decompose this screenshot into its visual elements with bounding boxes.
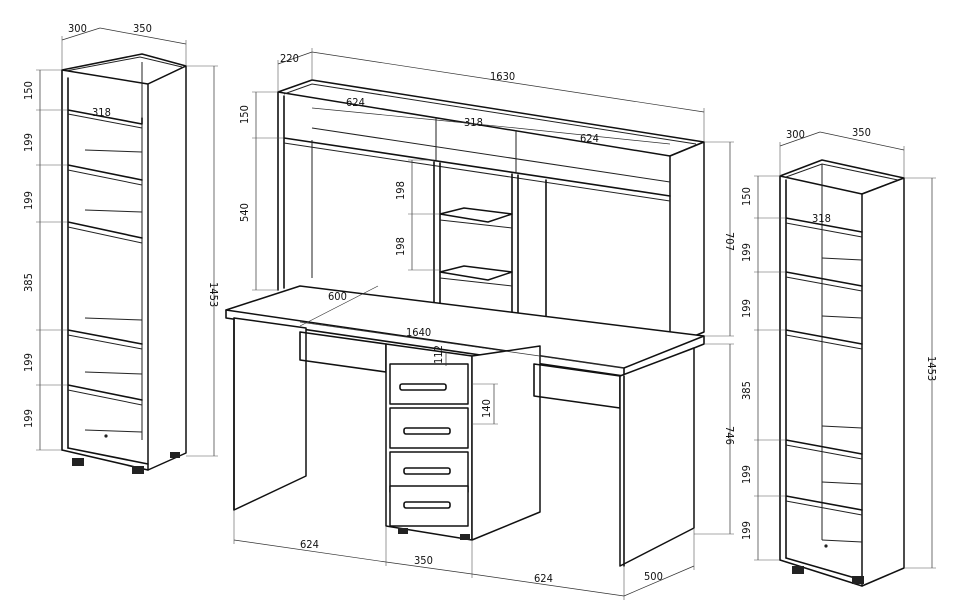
dim-hutch-section-2: 318 [464, 116, 483, 129]
dim-hutch-section-1: 624 [346, 96, 365, 109]
drawer-handle [403, 427, 451, 435]
desk [225, 79, 705, 567]
dim-left-height: 1453 [207, 282, 220, 307]
drawer-handle [399, 383, 447, 391]
dim-desk-height: 746 [723, 426, 736, 445]
dim-desk-depth: 600 [328, 290, 347, 303]
left-bookcase-side [147, 65, 187, 471]
dim-left-gap-6: 199 [22, 409, 35, 428]
right-bookcase [779, 159, 905, 587]
right-bookcase-dimensions: 300 350 318 150 199 199 385 199 199 1453 [740, 126, 938, 569]
dim-hutch-width: 1630 [490, 70, 515, 83]
dim-right-gap-3: 199 [740, 299, 753, 318]
dim-hutch-total: 707 [723, 232, 736, 251]
dim-desk-depth-top: 220 [280, 52, 299, 65]
dim-drawer-top: 112 [432, 345, 445, 364]
dim-hutch-section-3: 624 [580, 132, 599, 145]
dim-left-gap-5: 199 [22, 353, 35, 372]
hutch-top [277, 79, 705, 157]
dim-right-gap-5: 199 [740, 465, 753, 484]
left-bookcase [61, 53, 187, 474]
dim-desk-width: 1640 [406, 326, 431, 339]
dim-hutch-shelf-gap-1: 198 [394, 181, 407, 200]
dim-hutch-shelf-gap-2: 198 [394, 237, 407, 256]
dim-base-section-2: 350 [414, 554, 433, 567]
dim-right-gap-4: 385 [740, 381, 753, 400]
dim-right-height: 1453 [925, 356, 938, 381]
dim-base-section-3: 624 [534, 572, 553, 585]
dim-base-depth: 500 [644, 570, 663, 583]
right-bookcase-side [861, 177, 905, 587]
foot [132, 466, 144, 474]
dim-hutch-top-gap: 150 [238, 105, 251, 124]
dim-base-section-1: 624 [300, 538, 319, 551]
dim-left-depth: 300 [68, 22, 87, 35]
dim-drawer-height: 140 [480, 399, 493, 418]
foot [72, 458, 84, 466]
dim-right-width: 350 [852, 126, 871, 139]
drawer-handle [403, 467, 451, 475]
dim-left-width: 350 [133, 22, 152, 35]
dim-right-depth: 300 [786, 128, 805, 141]
desk-dimensions: 220 1630 624 318 624 150 540 198 198 707… [233, 48, 736, 600]
dim-left-gap-1: 150 [22, 81, 35, 100]
dim-right-gap-2: 199 [740, 243, 753, 262]
dim-right-gap-1: 150 [740, 187, 753, 206]
left-bookcase-dimensions: 300 350 318 150 199 199 385 199 199 1453 [22, 22, 220, 457]
dim-right-inner: 318 [812, 212, 831, 225]
dim-left-inner: 318 [92, 106, 111, 119]
dim-left-gap-2: 199 [22, 133, 35, 152]
dim-left-gap-3: 199 [22, 191, 35, 210]
dim-left-gap-4: 385 [22, 273, 35, 292]
drawer-handle [403, 501, 451, 509]
dim-right-gap-6: 199 [740, 521, 753, 540]
dim-hutch-height: 540 [238, 203, 251, 222]
